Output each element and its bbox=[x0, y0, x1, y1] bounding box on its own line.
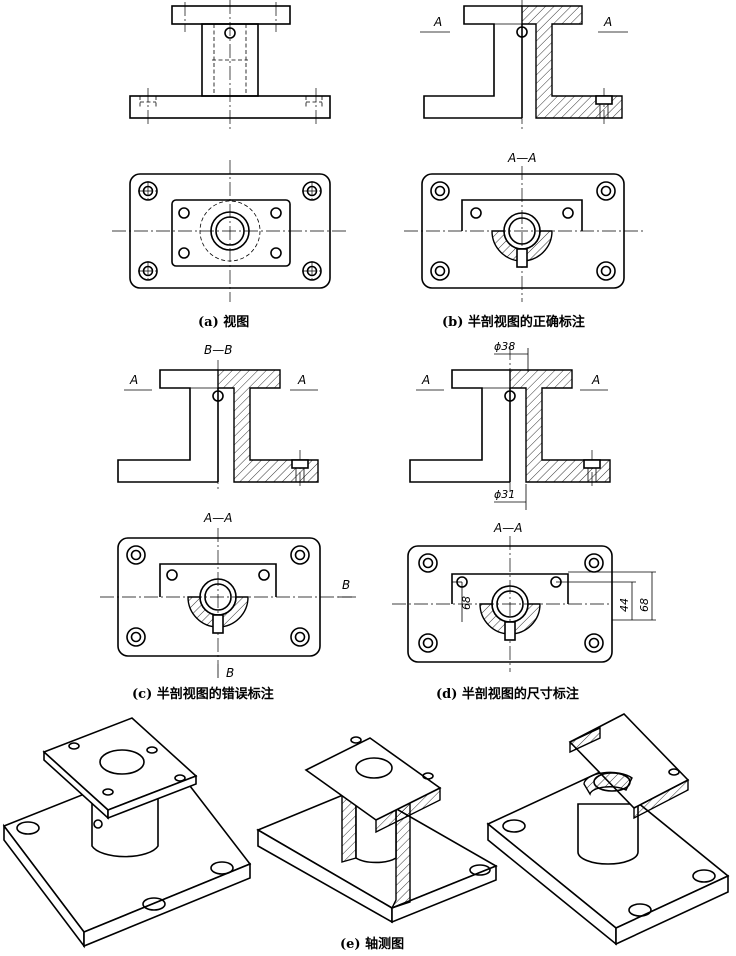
cut-letter-d-left: A bbox=[421, 373, 430, 387]
cut-letter-b-left: A bbox=[433, 15, 442, 29]
iso-view-half-section bbox=[256, 736, 498, 924]
view-d-top: A—A 68 44 68 bbox=[392, 521, 656, 672]
view-b-top: A—A bbox=[404, 151, 644, 302]
view-c-top: A—A B B bbox=[100, 511, 356, 680]
caption-c: (c) 半剖视图的错误标注 bbox=[132, 686, 274, 702]
caption-b: (b) 半剖视图的正确标注 bbox=[442, 314, 585, 330]
cut-letter-b-right: A bbox=[603, 15, 612, 29]
cut-letter-c-b-right: B bbox=[342, 578, 350, 592]
section-title-d: A—A bbox=[493, 521, 522, 535]
dim-44-right: 44 bbox=[618, 598, 631, 612]
dim-68-left: 68 bbox=[460, 596, 473, 610]
cut-letter-c-b-bottom: B bbox=[226, 666, 234, 680]
view-c-front: B—B A A bbox=[117, 343, 319, 490]
dim-phi31: ϕ31 bbox=[494, 488, 515, 501]
bolt-holes-b bbox=[430, 181, 616, 281]
cut-letter-c-left: A bbox=[129, 373, 138, 387]
cut-letter-d-right: A bbox=[591, 373, 600, 387]
view-d-front: ϕ38 A A ϕ31 bbox=[409, 340, 611, 510]
iso-view-quarter-cut bbox=[486, 713, 730, 946]
view-a-top bbox=[112, 160, 348, 302]
dim-phi38: ϕ38 bbox=[494, 340, 515, 353]
view-a-front bbox=[129, 0, 331, 132]
section-title-b: A—A bbox=[507, 151, 536, 165]
view-b-front: A A bbox=[420, 0, 628, 132]
dim-68-right: 68 bbox=[638, 598, 651, 612]
iso-view-full bbox=[2, 717, 252, 949]
cut-letter-c-right: A bbox=[297, 373, 306, 387]
caption-d: (d) 半剖视图的尺寸标注 bbox=[436, 686, 579, 702]
caption-a: (a) 视图 bbox=[198, 314, 249, 330]
section-title-c-aa: A—A bbox=[203, 511, 232, 525]
caption-e: (e) 轴测图 bbox=[340, 936, 404, 952]
bolt-holes-c bbox=[126, 545, 310, 647]
section-title-c-bb: B—B bbox=[204, 343, 232, 357]
